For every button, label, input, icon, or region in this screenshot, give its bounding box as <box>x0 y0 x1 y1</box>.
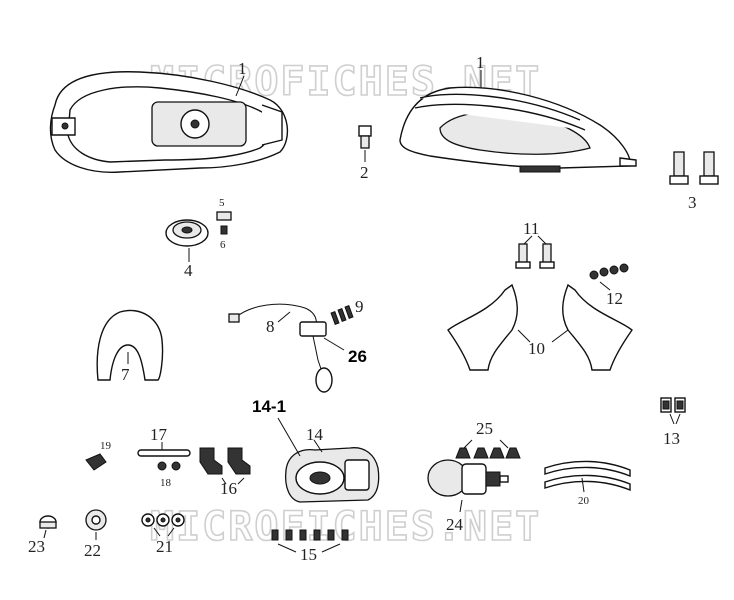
label-19: 19 <box>100 440 112 452</box>
label-11: 11 <box>523 219 539 238</box>
label-12: 12 <box>606 289 623 308</box>
label-1-side: 1 <box>476 53 485 72</box>
label-25: 25 <box>476 419 493 438</box>
cover-7 <box>96 309 164 381</box>
fuel-tank-top-view <box>49 71 289 173</box>
fittings-16 <box>199 447 251 475</box>
label-18: 18 <box>160 477 172 489</box>
label-26: 26 <box>348 347 367 366</box>
bolts-11 <box>515 243 555 269</box>
label-5: 5 <box>219 197 225 209</box>
fuel-cap-4 <box>165 219 209 247</box>
clamp-19 <box>85 453 107 471</box>
label-9: 9 <box>355 297 364 316</box>
bolt-2 <box>358 125 372 149</box>
clips-13 <box>660 397 686 413</box>
screws-15 <box>271 529 349 541</box>
label-14: 14 <box>306 425 324 444</box>
side-panels-10 <box>447 283 633 371</box>
label-23: 23 <box>28 537 45 556</box>
label-6: 6 <box>220 239 226 251</box>
tube-17 <box>137 449 191 457</box>
bolts-3 <box>669 151 719 185</box>
grommet-22 <box>85 509 107 531</box>
fuel-pump-14 <box>284 447 380 503</box>
label-16: 16 <box>220 479 237 498</box>
label-1-top: 1 <box>238 59 247 78</box>
hoses-20 <box>544 460 631 492</box>
screws-12 <box>589 263 629 280</box>
label-2: 2 <box>360 163 369 182</box>
screws-5-6 <box>216 211 232 235</box>
label-21: 21 <box>156 537 173 556</box>
screws-9 <box>330 305 354 325</box>
label-14-1: 14-1 <box>252 397 286 416</box>
label-4: 4 <box>184 261 193 280</box>
clips-18 <box>157 461 181 471</box>
label-13: 13 <box>663 429 680 448</box>
label-24: 24 <box>446 515 464 534</box>
fuel-sensor-8 <box>228 303 333 393</box>
watermark-bottom: MICROFICHES.NET <box>150 504 541 550</box>
label-8: 8 <box>266 317 275 336</box>
label-3: 3 <box>688 193 697 212</box>
label-15: 15 <box>300 545 317 564</box>
washers-21 <box>141 513 185 527</box>
cap-23 <box>39 515 57 529</box>
label-7: 7 <box>121 365 130 384</box>
label-22: 22 <box>84 541 101 560</box>
label-20: 20 <box>578 495 590 507</box>
label-10: 10 <box>528 339 545 358</box>
caps-25 <box>455 447 521 459</box>
label-17: 17 <box>150 425 168 444</box>
fuel-tank-side-view <box>399 86 637 173</box>
valve-24 <box>427 459 509 497</box>
